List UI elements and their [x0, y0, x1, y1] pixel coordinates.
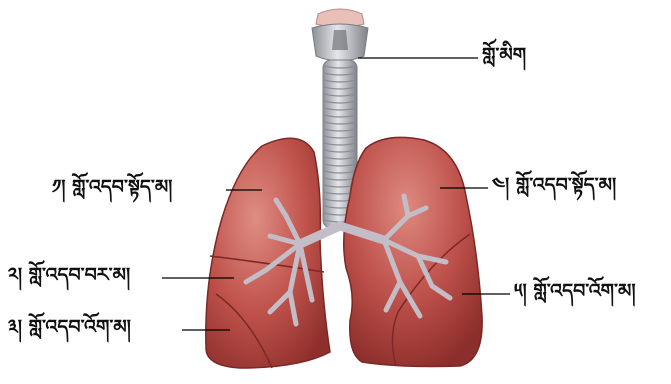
label-left-upper-lobe: ༤། གློ་འདབ་སྟོད་མ། [492, 176, 616, 195]
larynx [312, 9, 368, 61]
label-trachea: གློ་མིག [482, 46, 526, 65]
right-lung [206, 138, 330, 368]
label-left-lower-lobe: ༥། གློ་འདབ་འོག་མ། [514, 282, 636, 301]
label-right-middle-lobe: ༢། གློ་འདབ་བར་མ། [8, 266, 130, 285]
label-right-lower-lobe: ༣། གློ་འདབ་འོག་མ། [8, 318, 131, 337]
label-right-upper-lobe: ༡། གློ་འདབ་སྟོད་མ། [52, 178, 172, 197]
